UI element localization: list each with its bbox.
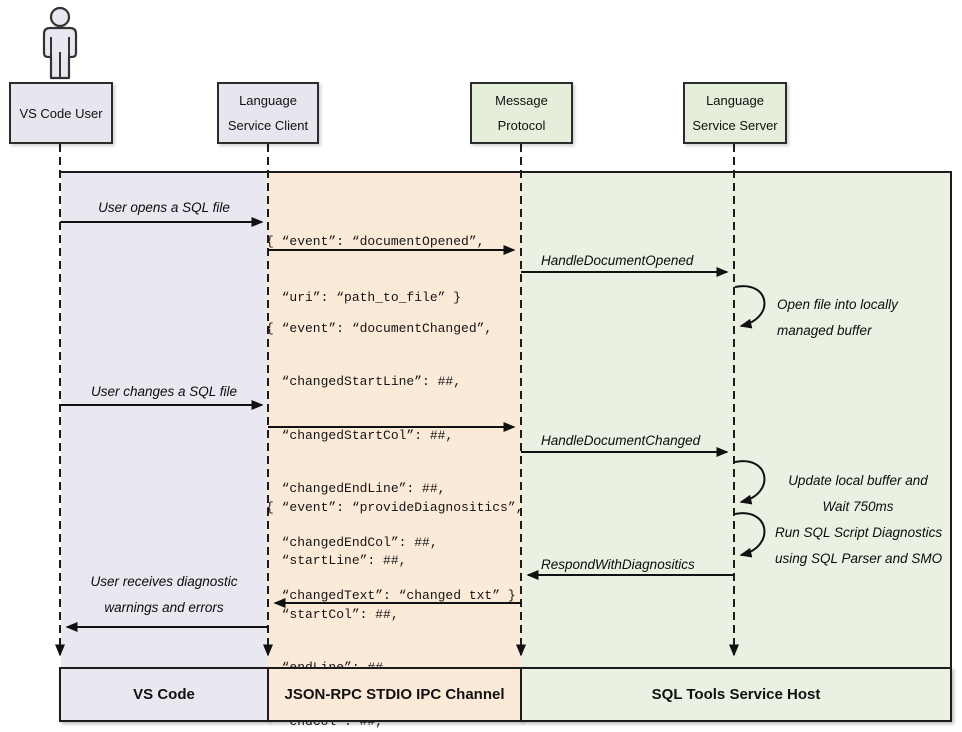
loop-update-buffer [734, 460, 766, 505]
actor-label-line2: Protocol [497, 118, 546, 133]
service-host-band [521, 173, 951, 667]
region-right-border [950, 171, 952, 667]
bottom-box-label: JSON-RPC STDIO IPC Channel [284, 686, 505, 703]
ipc-channel-band [268, 173, 521, 667]
actor-box-language-service-server: Language Service Server [683, 82, 787, 144]
payload-document-changed: { “event”: “documentChanged”, “changedSt… [266, 321, 516, 604]
vscode-band [61, 173, 268, 667]
loop-open-buffer [734, 285, 766, 329]
loop-label-run-diagnostics: Run SQL Script Diagnostics using SQL Par… [775, 525, 943, 566]
label-user-opens-file: User opens a SQL file [98, 200, 230, 215]
label-respond-with-diagnostics: RespondWithDiagnositics [541, 557, 695, 572]
label-user-changes-file: User changes a SQL file [90, 384, 238, 399]
actor-box-vscode-user: VS Code User [9, 82, 113, 144]
actor-label-line2: Service Server [692, 118, 778, 133]
bottom-box-service-host: SQL Tools Service Host [520, 667, 952, 722]
actor-box-message-protocol: Message Protocol [470, 82, 573, 144]
bottom-box-ipc-channel: JSON-RPC STDIO IPC Channel [267, 667, 522, 722]
actor-label-line1: Language [706, 93, 764, 108]
actor-label-line1: Language [239, 93, 297, 108]
payload-document-opened: { “event”: “documentOpened”, “uri”: “pat… [266, 234, 485, 305]
actor-label-line1: Message [495, 93, 548, 108]
label-handle-document-opened: HandleDocumentOpened [541, 253, 694, 268]
bottom-box-label: VS Code [133, 686, 195, 703]
label-user-receives-line2: warnings and errors [104, 600, 224, 615]
actor-box-language-service-client: Language Service Client [217, 82, 319, 144]
loop-run-diagnostics [734, 512, 766, 558]
label-user-receives-line1: User receives diagnostic [90, 574, 238, 589]
bottom-box-label: SQL Tools Service Host [651, 686, 821, 703]
actor-label-line2: Service Client [227, 118, 309, 133]
loop-label-open-buffer: Open file into locally managed buffer [777, 297, 898, 338]
actor-label: VS Code User [19, 105, 103, 121]
label-handle-document-changed: HandleDocumentChanged [541, 433, 701, 448]
loop-label-update-buffer: Update local buffer and Wait 750ms [788, 473, 928, 514]
user-person-icon [42, 6, 78, 80]
bottom-box-vscode: VS Code [59, 667, 269, 722]
region-top-border [59, 171, 952, 173]
